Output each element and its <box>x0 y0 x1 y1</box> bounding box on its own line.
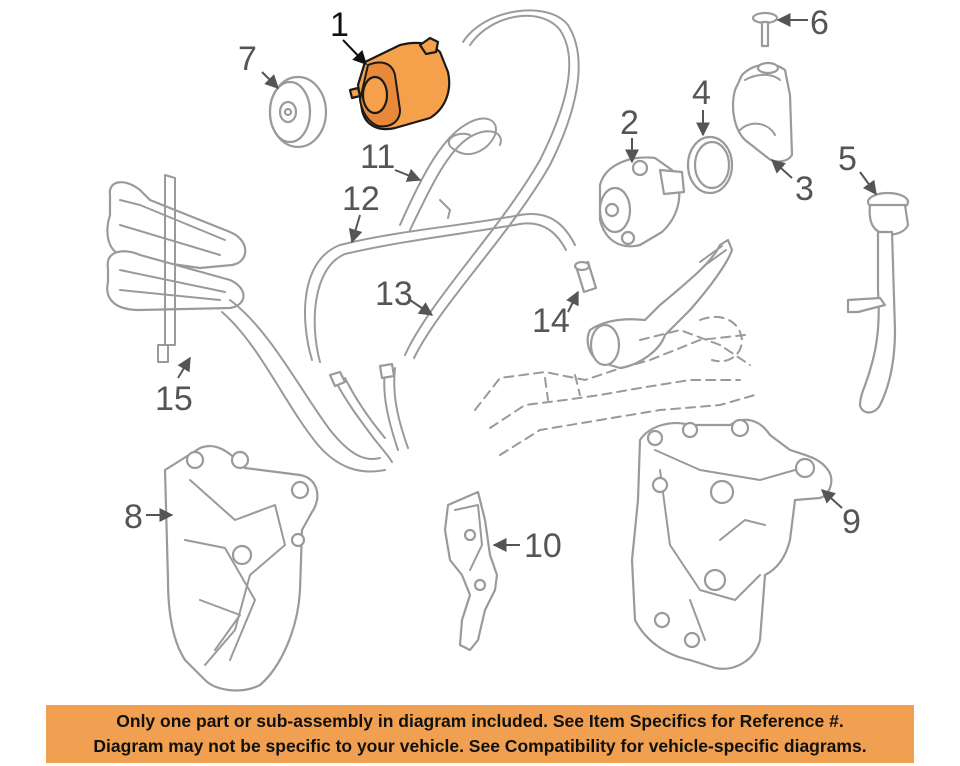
callout-11: 11 <box>360 138 395 176</box>
callout-5: 5 <box>838 140 857 178</box>
part-filler-tube <box>846 191 910 414</box>
leader-line-5 <box>859 171 877 196</box>
callout-14: 14 <box>532 302 570 340</box>
callout-6: 6 <box>810 4 829 42</box>
callout-2: 2 <box>620 104 639 142</box>
leader-line-13 <box>409 299 434 316</box>
leader-line-1 <box>342 39 367 66</box>
leader-line-3 <box>770 159 793 179</box>
disclaimer-banner: Only one part or sub-assembly in diagram… <box>46 705 914 763</box>
callout-3: 3 <box>795 170 814 208</box>
callout-labels: 1 2 3 4 5 6 7 8 9 10 11 12 13 14 15 <box>124 4 861 565</box>
part-fitting <box>573 260 598 294</box>
part-bracket-left <box>163 444 319 692</box>
callout-8: 8 <box>124 498 143 536</box>
part-hose-pipe <box>399 117 502 231</box>
leader-lines <box>146 13 877 552</box>
part-steering-gear-outline <box>474 315 756 456</box>
leader-line-15 <box>177 356 191 379</box>
leader-line-12 <box>348 214 363 244</box>
part-bracket-right <box>630 418 833 670</box>
callout-9: 9 <box>842 503 861 541</box>
callout-12: 12 <box>342 180 380 218</box>
leader-line-9 <box>820 489 843 509</box>
part-o-ring <box>686 135 734 195</box>
part-return-hose <box>304 213 576 363</box>
part-pump-body <box>598 156 686 248</box>
callout-7: 7 <box>238 40 257 78</box>
disclaimer-line-1: Only one part or sub-assembly in diagram… <box>116 711 844 731</box>
part-pulley <box>268 75 328 149</box>
callout-15: 15 <box>155 380 193 418</box>
callout-4: 4 <box>692 74 711 112</box>
part-bracket-small <box>443 490 499 652</box>
disclaimer-line-2: Diagram may not be specific to your vehi… <box>93 736 867 756</box>
part-pressure-hose <box>404 9 580 359</box>
leader-line-7 <box>261 71 279 89</box>
parts-diagram-canvas: 1 2 3 4 5 6 7 8 9 10 11 12 13 14 15 <box>106 4 910 692</box>
part-steering-shaft <box>586 238 734 370</box>
part-power-steering-pump-highlighted <box>348 36 451 131</box>
part-reservoir <box>731 61 794 163</box>
callout-13: 13 <box>375 275 413 313</box>
parts-diagram: 1 2 3 4 5 6 7 8 9 10 11 12 13 14 15 <box>106 4 910 692</box>
part-reservoir-cap <box>751 11 779 48</box>
part-cooler-lines <box>328 362 409 463</box>
callout-1: 1 <box>330 6 349 44</box>
part-cooler-loop <box>106 174 386 473</box>
leader-line-11 <box>394 168 422 182</box>
leader-line-14 <box>566 290 579 313</box>
callout-10: 10 <box>524 527 562 565</box>
